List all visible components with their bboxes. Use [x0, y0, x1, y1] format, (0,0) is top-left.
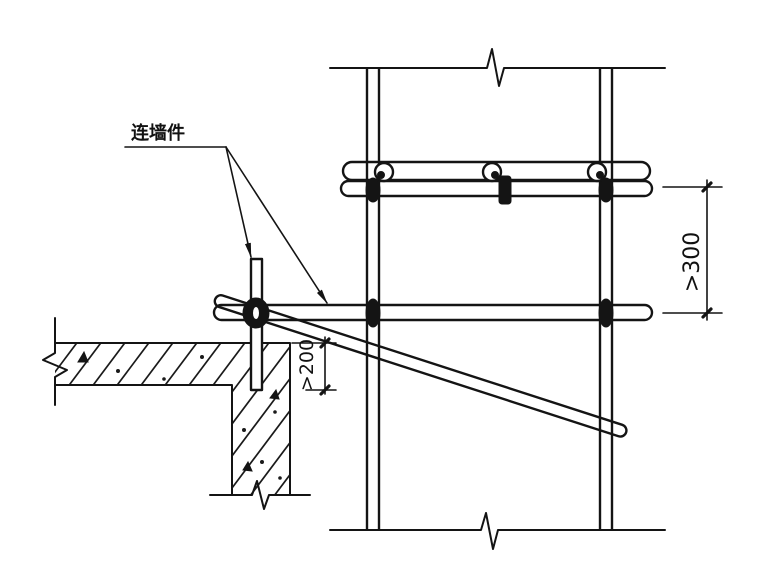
- cross-tube-section: [586, 161, 608, 183]
- diagonal-brace-tube: [213, 294, 628, 438]
- upper-dimension: >300: [662, 179, 723, 321]
- lower-dimension-text: >200: [296, 339, 318, 391]
- dimension-tick: [701, 181, 713, 193]
- slab-bottom-and-beam-inner-edge: [54, 384, 233, 496]
- aggregate-dot: [116, 369, 120, 373]
- concrete-hatch-line: [183, 343, 290, 495]
- top-break-line: [329, 48, 666, 87]
- upper-right-coupler: [586, 161, 614, 203]
- dimension-tick: [319, 337, 331, 349]
- concrete-hatch-line: [63, 343, 230, 495]
- aggregate-dot: [273, 410, 277, 414]
- concrete-hatch-line: [55, 343, 158, 495]
- beam-bottom-break-line: [209, 480, 311, 510]
- upper-middle-coupler: [481, 161, 512, 205]
- lower-dimension: >200: [291, 336, 337, 396]
- left-standard-tie-coupler: [365, 298, 381, 328]
- tie-horizontal-tube: [212, 303, 654, 322]
- dimension-tick: [319, 384, 331, 396]
- aggregate-dot: [278, 476, 282, 480]
- aggregate-dot: [242, 428, 246, 432]
- coupler-body: [598, 177, 614, 203]
- concrete-hatch-line: [231, 343, 290, 495]
- coupler-hole: [253, 307, 259, 319]
- callout-leader-to-tube: [225, 146, 328, 304]
- callout-leader-to-connector: [225, 146, 252, 258]
- coupler-bolt: [596, 171, 604, 179]
- concrete-hatch-line: [255, 343, 290, 495]
- coupler-bolt: [377, 171, 385, 179]
- concrete-hatch-line: [207, 343, 290, 495]
- concrete-hatch-line: [55, 343, 134, 495]
- left-standard-tube: [365, 68, 381, 530]
- upper-left-coupler: [365, 161, 395, 203]
- diagonal-brace: [213, 294, 628, 438]
- cross-tube-section: [481, 161, 503, 183]
- wall-tie-label: 连墙件: [131, 122, 185, 144]
- concrete-hatch-line: [135, 343, 290, 495]
- cross-tube-section: [373, 161, 395, 183]
- aggregate-dot: [260, 460, 264, 464]
- concrete-hatch-line: [55, 343, 86, 495]
- aggregate-dot: [200, 355, 204, 359]
- wall-tie-callout: 连墙件: [124, 122, 328, 304]
- upper-dimension-text: >300: [680, 232, 705, 292]
- concrete-aggregate-marks: [77, 350, 282, 480]
- concrete-hatch-line: [55, 343, 182, 495]
- slab-top-and-beam-outer-edge: [54, 342, 291, 496]
- concrete-hatch-line: [55, 343, 206, 495]
- aggregate-triangle: [269, 388, 280, 400]
- aggregate-triangle: [77, 350, 89, 363]
- aggregate-dot: [162, 377, 166, 381]
- aggregate-triangle: [242, 460, 253, 472]
- right-standard-tie-coupler: [598, 298, 614, 328]
- right-standard-tube: [598, 68, 614, 530]
- dimension-tick: [701, 307, 713, 319]
- concrete-hatch-line: [87, 343, 254, 495]
- concrete-hatch-line: [279, 343, 290, 495]
- coupler-body: [365, 177, 381, 203]
- coupler-body: [498, 175, 512, 205]
- bottom-break-line: [329, 512, 666, 550]
- wall-tie-coupler: [242, 297, 270, 329]
- coupler-bolt: [491, 171, 499, 179]
- slab-left-break-line: [42, 317, 68, 406]
